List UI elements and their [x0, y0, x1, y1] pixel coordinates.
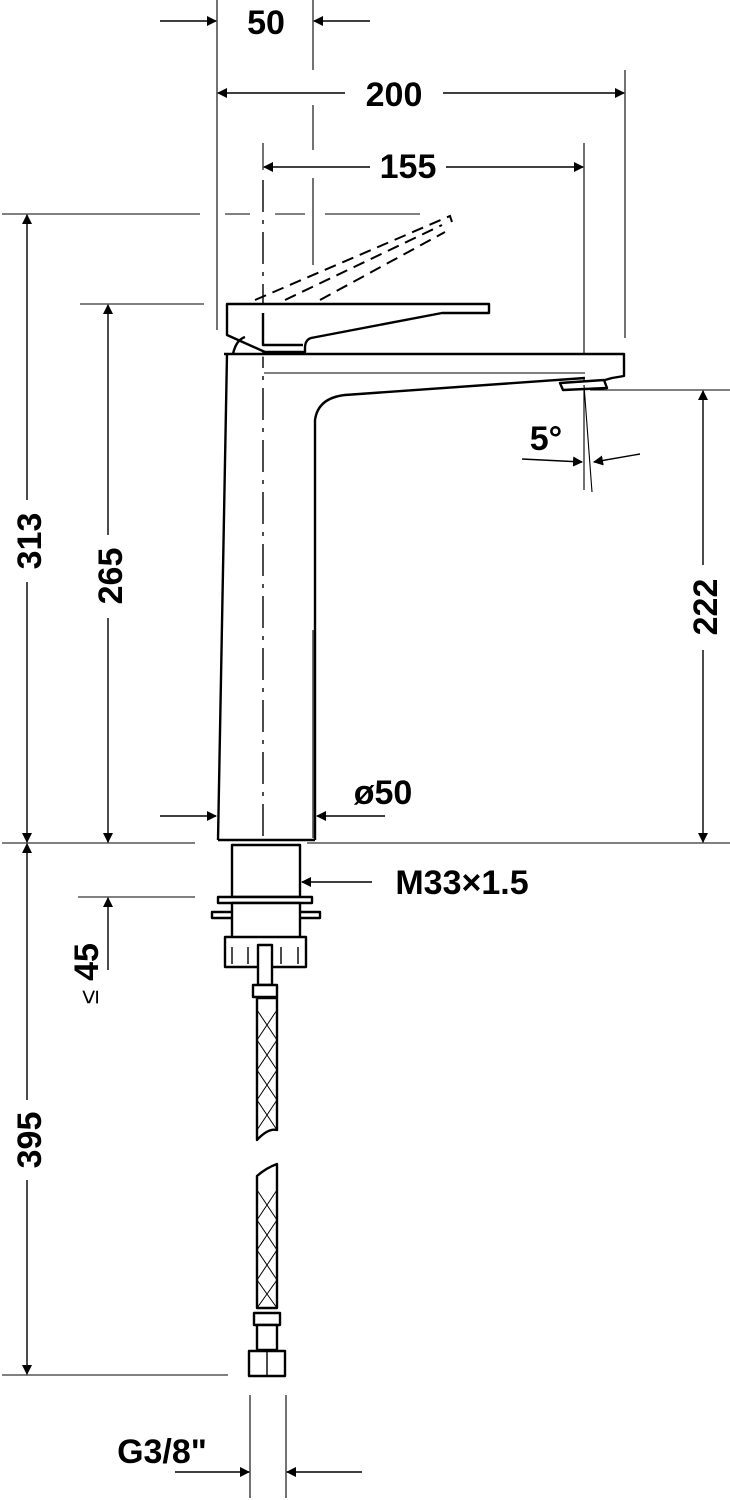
label-spout-reach: 155: [380, 148, 437, 186]
label-hose-length: 395: [11, 1112, 49, 1169]
label-spout-angle: 5°: [530, 420, 563, 458]
label-body-diameter: ø50: [354, 774, 413, 812]
mounting-assembly: [210, 843, 322, 999]
faucet-body: [216, 214, 626, 842]
label-deck-thickness-symbol: ≤: [74, 990, 104, 1004]
label-hose-connection: G3/8": [117, 1433, 207, 1471]
label-deck-thickness: 45: [68, 943, 106, 981]
label-thread: M33×1.5: [395, 864, 528, 902]
label-total-height: 313: [11, 513, 49, 570]
label-lever-height: 265: [92, 548, 130, 605]
label-spout-height: 222: [687, 579, 725, 636]
label-total-depth: 200: [366, 76, 423, 114]
dimension-lines: [22, 16, 708, 1477]
supply-hose: [247, 996, 287, 1378]
label-spout-offset: 50: [247, 4, 285, 42]
dimension-labels: 50 200 155 313 265 222 5° ø50 M33×1.5 45…: [11, 4, 725, 1471]
